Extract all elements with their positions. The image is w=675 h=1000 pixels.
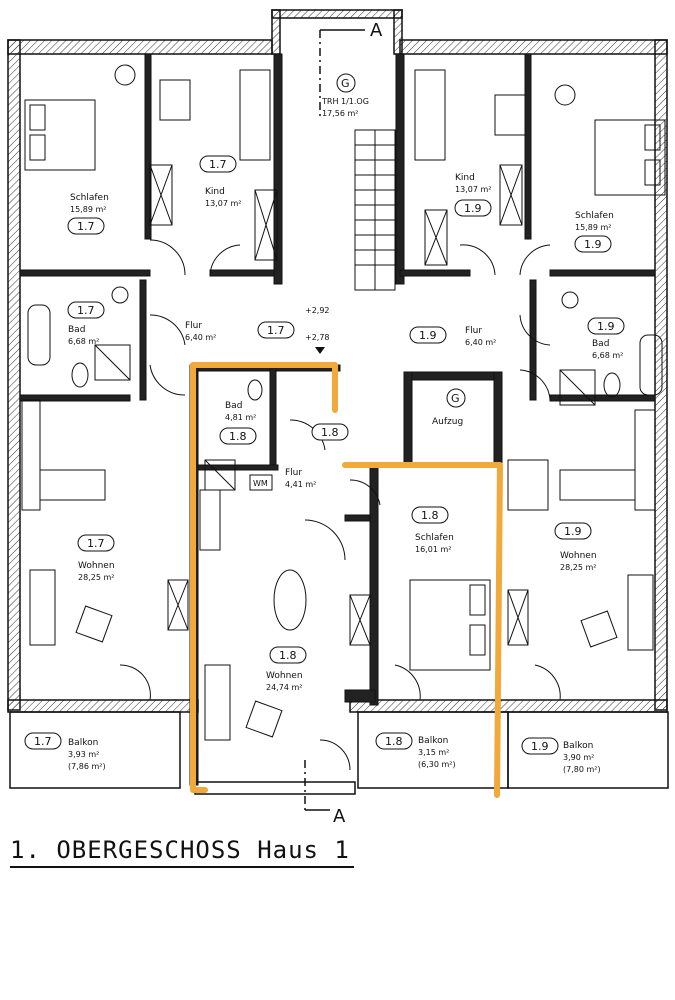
svg-text:+2,92: +2,92	[305, 306, 330, 315]
svg-text:13,07 m²: 13,07 m²	[455, 185, 491, 194]
svg-text:1.9: 1.9	[531, 740, 549, 753]
svg-text:1.8: 1.8	[279, 649, 297, 662]
svg-text:16,01 m²: 16,01 m²	[415, 545, 451, 554]
room-w18-balkon: 1.8 Balkon 3,15 m² (6,30 m²)	[375, 732, 456, 769]
section-marker-bottom: A	[333, 806, 346, 827]
svg-text:WM: WM	[253, 479, 268, 488]
level-markers: +2,92 +2,78	[305, 306, 330, 354]
svg-text:28,25 m²: 28,25 m²	[78, 573, 114, 582]
floor-title: 1. OBERGESCHOSS Haus 1	[10, 836, 350, 864]
room-w17-schlafen: Schlafen 15,89 m² 1.7	[67, 193, 109, 235]
room-w19-schlafen: Schlafen 15,89 m² 1.9	[574, 211, 614, 253]
svg-text:Wohnen: Wohnen	[560, 551, 597, 561]
room-w19-kind: Kind 13,07 m² 1.9	[454, 173, 492, 217]
room-w19-balkon: 1.9 Balkon 3,90 m² (7,80 m²)	[521, 737, 601, 774]
svg-text:Balkon: Balkon	[68, 738, 98, 748]
svg-text:1.7: 1.7	[209, 158, 227, 171]
svg-text:13,07 m²: 13,07 m²	[205, 199, 241, 208]
svg-text:TRH 1/1.OG: TRH 1/1.OG	[321, 97, 369, 106]
svg-text:1.8: 1.8	[321, 426, 339, 439]
room-w18-wohnen: 1.8 Wohnen 24,74 m²	[266, 646, 307, 692]
apartment-highlight	[190, 362, 503, 798]
svg-text:3,15 m²: 3,15 m²	[418, 748, 449, 757]
svg-text:Bad: Bad	[225, 401, 242, 411]
room-w17-kind: 1.7 Kind 13,07 m²	[199, 155, 241, 208]
svg-text:1.7: 1.7	[77, 304, 95, 317]
svg-text:+2,78: +2,78	[305, 333, 330, 342]
room-w18-bad: Bad 4,81 m² 1.8	[219, 401, 257, 445]
svg-text:Kind: Kind	[205, 187, 225, 197]
room-w17-balkon: 1.7 Balkon 3,93 m² (7,86 m²)	[24, 732, 106, 771]
svg-text:3,90 m²: 3,90 m²	[563, 753, 594, 762]
furniture	[21, 64, 666, 741]
section-line-a	[304, 29, 365, 811]
svg-text:Flur: Flur	[285, 468, 302, 478]
svg-text:6,68 m²: 6,68 m²	[68, 337, 99, 346]
svg-text:Bad: Bad	[592, 339, 609, 349]
svg-text:15,89 m²: 15,89 m²	[575, 223, 611, 232]
svg-text:6,40 m²: 6,40 m²	[185, 333, 216, 342]
svg-text:Kind: Kind	[455, 173, 475, 183]
svg-text:1.9: 1.9	[597, 320, 615, 333]
svg-text:1.7: 1.7	[34, 735, 52, 748]
svg-text:4,81 m²: 4,81 m²	[225, 413, 256, 422]
svg-text:28,25 m²: 28,25 m²	[560, 563, 596, 572]
svg-text:1.9: 1.9	[419, 329, 437, 342]
room-w19-wohnen: 1.9 Wohnen 28,25 m²	[554, 522, 597, 572]
section-marker-top: A	[370, 20, 383, 41]
staircase	[354, 129, 396, 291]
svg-text:(7,80 m²): (7,80 m²)	[563, 765, 601, 774]
room-w18-flur: Flur 4,41 m²	[285, 468, 316, 489]
svg-text:3,93 m²: 3,93 m²	[68, 750, 99, 759]
tag-w18-entry: 1.8	[311, 423, 349, 441]
svg-text:6,40 m²: 6,40 m²	[465, 338, 496, 347]
svg-text:17,56 m²: 17,56 m²	[322, 109, 358, 118]
room-w19-bad: 1.9 Bad 6,68 m²	[587, 317, 625, 360]
svg-text:15,89 m²: 15,89 m²	[70, 205, 106, 214]
svg-text:6,68 m²: 6,68 m²	[592, 351, 623, 360]
svg-text:Bad: Bad	[68, 325, 85, 335]
svg-text:1.8: 1.8	[385, 735, 403, 748]
room-stairwell: G TRH 1/1.OG 17,56 m²	[321, 73, 369, 118]
svg-text:1.9: 1.9	[564, 525, 582, 538]
room-w17-bad: 1.7 Bad 6,68 m²	[67, 301, 105, 346]
svg-text:G: G	[341, 77, 350, 90]
room-w17-wohnen: 1.7 Wohnen 28,25 m²	[77, 534, 115, 582]
svg-text:Schlafen: Schlafen	[575, 211, 614, 221]
room-elevator: G Aufzug	[432, 388, 466, 427]
svg-text:Schlafen: Schlafen	[70, 193, 109, 203]
svg-text:1.7: 1.7	[267, 324, 285, 337]
room-w17-flur: Flur 6,40 m² 1.7	[185, 321, 295, 342]
svg-text:Wohnen: Wohnen	[78, 561, 115, 571]
svg-text:1.8: 1.8	[229, 430, 247, 443]
title-underline	[10, 866, 354, 868]
washing-machine: WM	[249, 474, 273, 491]
svg-text:G: G	[451, 392, 460, 405]
svg-text:Balkon: Balkon	[418, 736, 448, 746]
svg-text:Schlafen: Schlafen	[415, 533, 454, 543]
svg-text:Wohnen: Wohnen	[266, 671, 303, 681]
interior-walls	[19, 53, 656, 786]
svg-text:1.9: 1.9	[584, 238, 602, 251]
svg-text:4,41 m²: 4,41 m²	[285, 480, 316, 489]
svg-text:1.8: 1.8	[421, 509, 439, 522]
svg-text:Flur: Flur	[185, 321, 202, 331]
door-swings	[119, 239, 561, 771]
svg-text:Flur: Flur	[465, 326, 482, 336]
svg-text:(7,86 m²): (7,86 m²)	[68, 762, 106, 771]
svg-text:(6,30 m²): (6,30 m²)	[418, 760, 456, 769]
room-w18-schlafen: 1.8 Schlafen 16,01 m²	[411, 506, 454, 554]
svg-text:Aufzug: Aufzug	[432, 417, 463, 427]
svg-text:24,74 m²: 24,74 m²	[266, 683, 302, 692]
svg-text:1.7: 1.7	[77, 220, 95, 233]
svg-text:1.9: 1.9	[464, 202, 482, 215]
svg-text:Balkon: Balkon	[563, 741, 593, 751]
svg-text:1.7: 1.7	[87, 537, 105, 550]
room-w19-flur: 1.9 Flur 6,40 m²	[409, 326, 496, 347]
